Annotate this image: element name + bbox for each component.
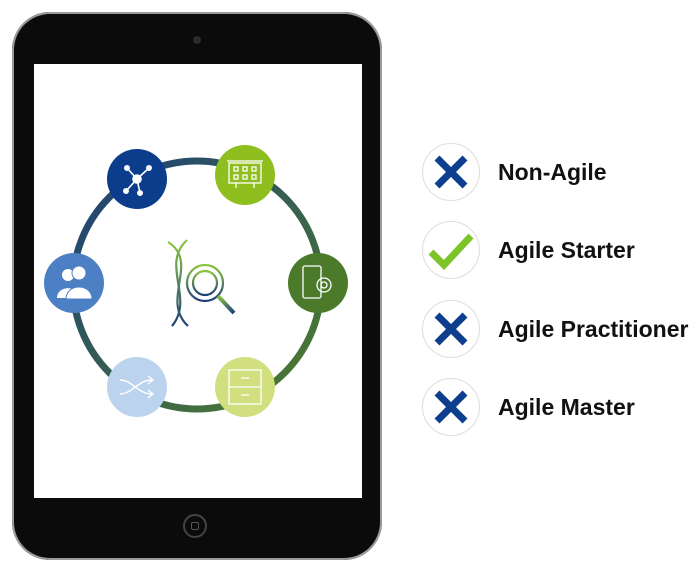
home-button[interactable]	[183, 514, 207, 538]
file-cabinet-icon	[215, 357, 275, 417]
check-icon	[422, 221, 480, 279]
camera-icon	[193, 36, 201, 44]
x-icon	[422, 378, 480, 436]
level-row-non-agile: Non-Agile	[422, 143, 607, 201]
users-icon	[44, 253, 104, 313]
tablet-gear-icon	[288, 253, 348, 313]
workflow-board-icon	[215, 145, 275, 205]
level-label: Agile Master	[498, 393, 635, 420]
level-row-agile-master: Agile Master	[422, 378, 635, 436]
shuffle-arrows-icon	[107, 357, 167, 417]
level-label: Non-Agile	[498, 158, 607, 185]
x-icon	[422, 143, 480, 201]
dna-magnifier-icon	[167, 239, 236, 327]
agile-cycle-diagram	[44, 145, 348, 417]
x-icon	[422, 300, 480, 358]
level-row-agile-starter: Agile Starter	[422, 221, 635, 279]
level-row-agile-practitioner: Agile Practitioner	[422, 300, 688, 358]
cycle-ring	[69, 157, 325, 413]
level-label: Agile Starter	[498, 236, 635, 263]
network-hub-icon	[107, 149, 167, 209]
level-label: Agile Practitioner	[498, 315, 689, 342]
